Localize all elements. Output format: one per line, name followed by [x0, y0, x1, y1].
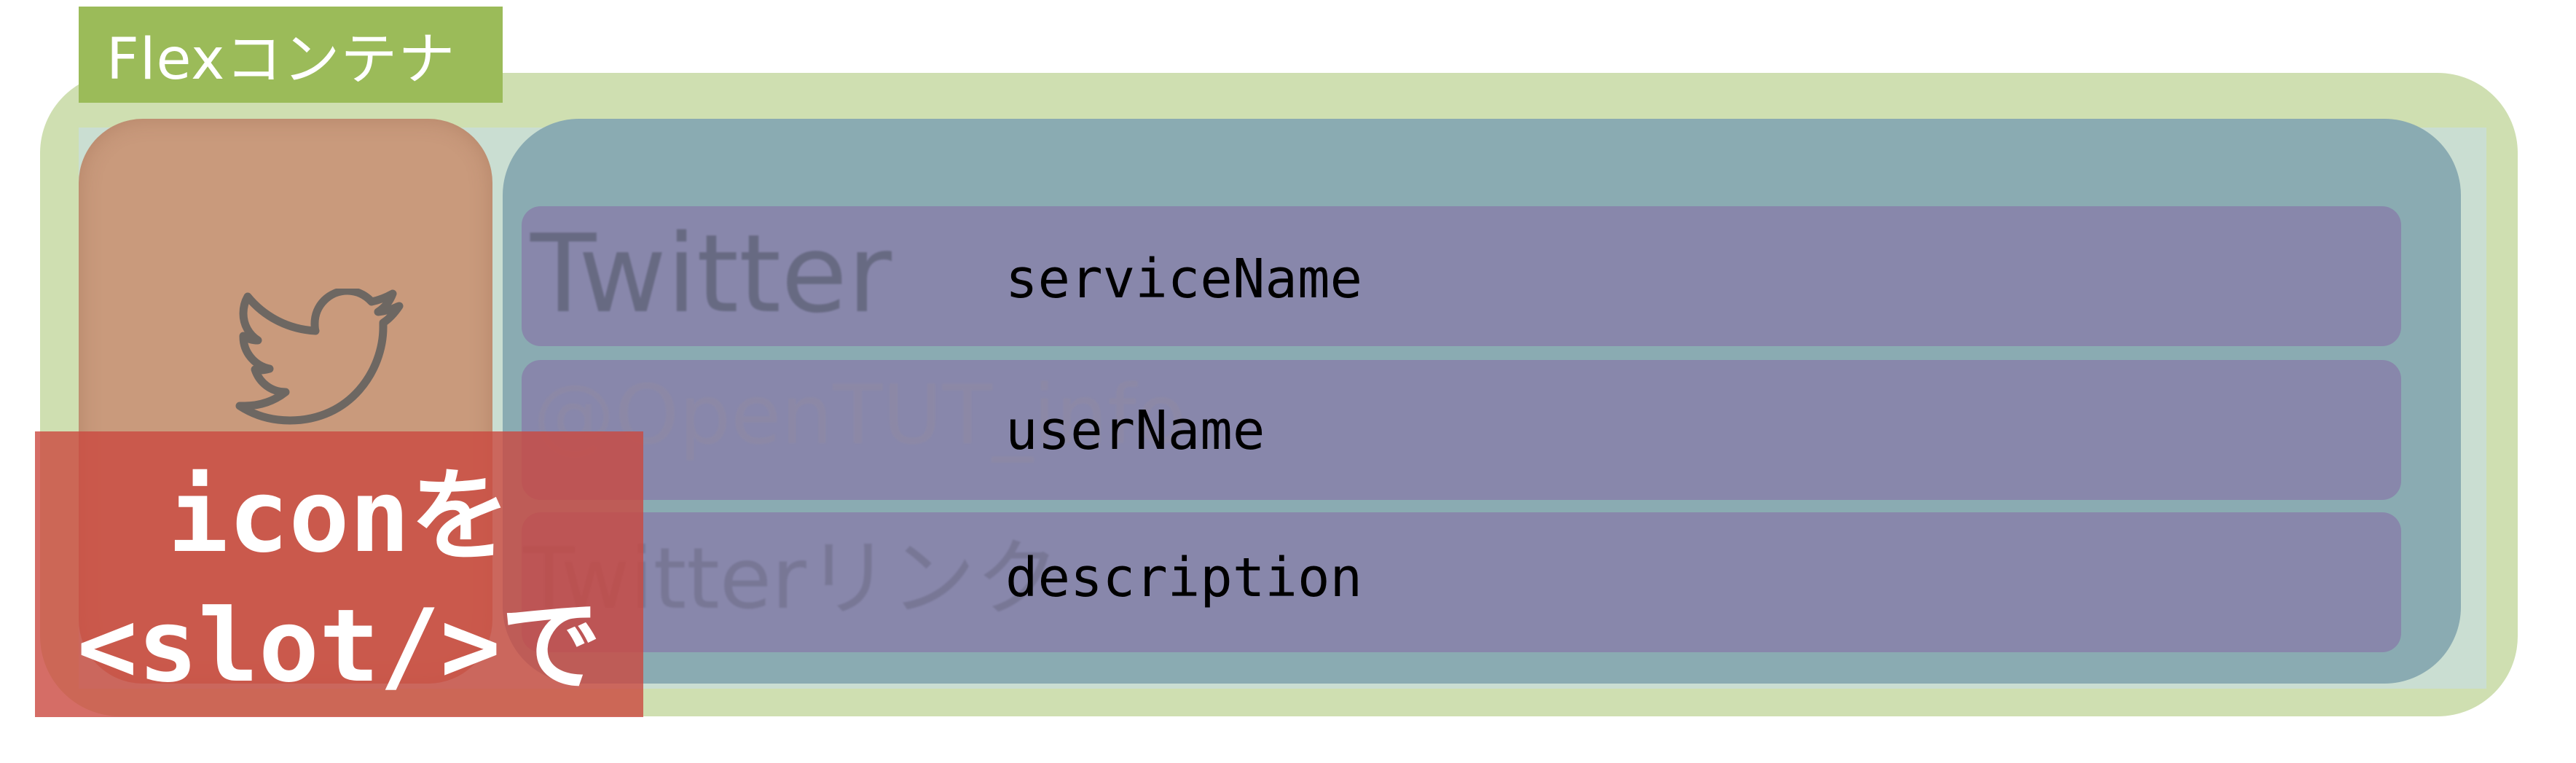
description-slot-label: description	[1005, 547, 1363, 609]
service-name-slot-label: serviceName	[1005, 248, 1363, 310]
user-name-row	[522, 360, 2401, 500]
icon-slot-callout	[35, 431, 643, 717]
twitter-bird-icon	[235, 289, 404, 425]
flex-container-label: Flexコンテナ	[79, 7, 503, 103]
icon-slot-callout-text: iconを <slot/>で	[35, 452, 643, 711]
service-name-ghost: Twitter	[530, 211, 892, 337]
callout-line-2: <slot/>で	[76, 587, 602, 705]
user-name-slot-label: userName	[1005, 399, 1265, 462]
description-row	[522, 512, 2401, 652]
service-name-row	[522, 206, 2401, 346]
callout-line-1: iconを	[168, 458, 511, 575]
